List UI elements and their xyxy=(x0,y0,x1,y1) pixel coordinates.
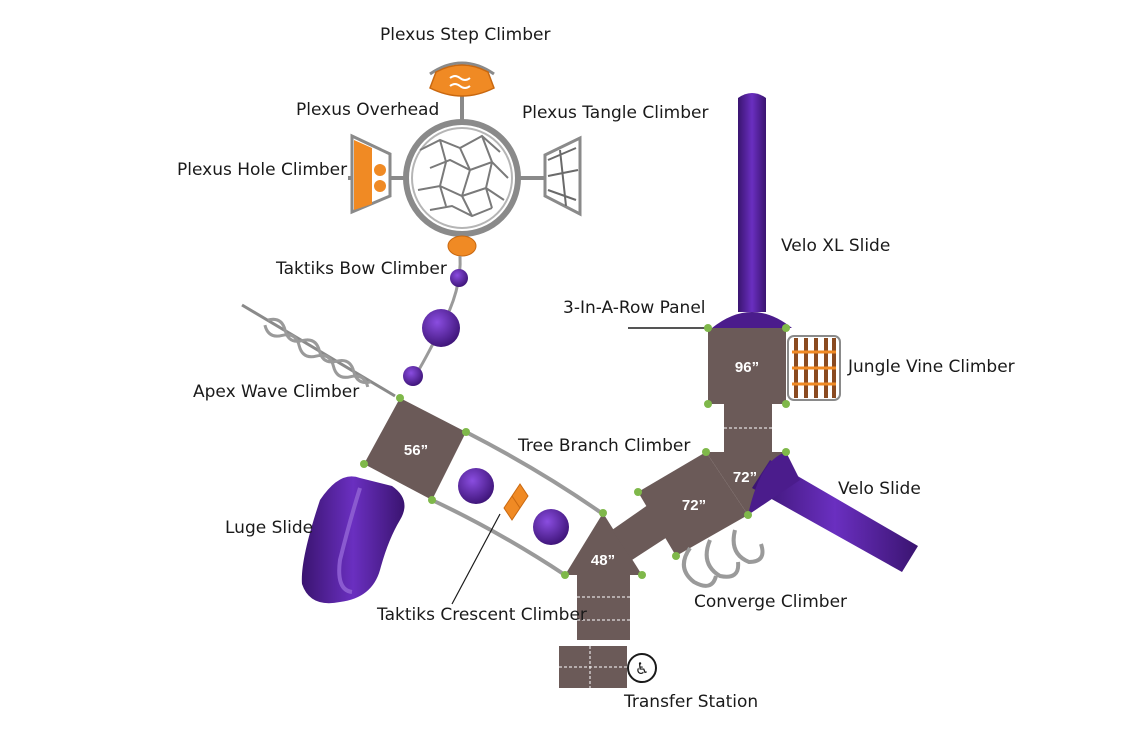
label-three-in-a-row-panel: 3-In-A-Row Panel xyxy=(563,298,706,318)
label-taktiks-crescent-climber: Taktiks Crescent Climber xyxy=(377,605,587,625)
taktiks-bow-climber xyxy=(403,235,477,386)
label-transfer-station: Transfer Station xyxy=(624,692,759,712)
plexus-overhead xyxy=(348,92,545,246)
crescent-leader-line xyxy=(451,513,501,605)
jungle-vine-climber xyxy=(787,335,841,401)
converge-climber xyxy=(682,529,765,588)
label-plexus-hole-climber: Plexus Hole Climber xyxy=(177,160,348,180)
svg-text:♿: ♿ xyxy=(635,659,649,678)
deck-96: 96” xyxy=(708,328,786,404)
label-luge-slide: Luge Slide xyxy=(225,518,314,538)
deck-72-b-height: 72” xyxy=(733,469,757,486)
velo-xl-slide xyxy=(712,93,792,328)
deck-56-height: 56” xyxy=(404,442,428,459)
deck-56: 56” xyxy=(364,398,466,500)
deck-72-a-height: 72” xyxy=(682,497,706,514)
deck-96-height: 96” xyxy=(735,359,759,376)
luge-slide xyxy=(301,476,405,604)
velo-slide xyxy=(748,452,918,572)
label-velo-slide: Velo Slide xyxy=(838,479,921,499)
label-plexus-step-climber: Plexus Step Climber xyxy=(380,25,551,45)
stairs-72-96 xyxy=(724,404,772,452)
label-plexus-tangle-climber: Plexus Tangle Climber xyxy=(522,103,709,123)
label-apex-wave-climber: Apex Wave Climber xyxy=(193,382,360,402)
label-velo-xl-slide: Velo XL Slide xyxy=(781,236,891,256)
label-jungle-vine-climber: Jungle Vine Climber xyxy=(848,357,1015,377)
deck-posts xyxy=(360,324,790,579)
plexus-hole-climber xyxy=(350,133,392,215)
label-converge-climber: Converge Climber xyxy=(694,592,848,612)
plexus-step-climber xyxy=(429,61,495,97)
label-tree-branch-climber: Tree Branch Climber xyxy=(518,436,691,456)
label-plexus-overhead: Plexus Overhead xyxy=(296,100,440,120)
apex-wave-climber xyxy=(241,303,396,398)
tree-branch-climber xyxy=(431,430,602,577)
deck-48-height: 48” xyxy=(591,552,615,569)
label-taktiks-bow-climber: Taktiks Bow Climber xyxy=(276,259,447,279)
deck-48: 48” xyxy=(565,513,642,640)
deck-72-a: 72” xyxy=(638,452,748,556)
wheelchair-icon: ♿ xyxy=(627,653,657,683)
transfer-station xyxy=(559,646,627,688)
plexus-tangle-climber xyxy=(543,135,582,217)
